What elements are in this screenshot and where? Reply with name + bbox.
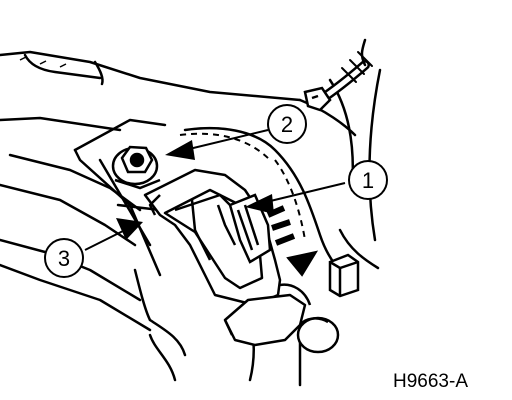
leader-arrow-1 <box>245 182 346 214</box>
housing-outline <box>0 50 302 382</box>
leader-arrow-2 <box>165 129 269 160</box>
knob-assembly <box>223 283 340 354</box>
leader-arrow-3 <box>84 218 143 251</box>
mounting-bolt <box>111 145 161 190</box>
motion-dashes <box>179 132 306 241</box>
callout-2: 2 <box>267 104 307 144</box>
figure-id-label: H9663-A <box>393 371 468 392</box>
retainer-clip <box>228 193 272 264</box>
wiring-harness <box>315 38 373 105</box>
callout-3: 3 <box>44 238 84 278</box>
panel-hatching <box>19 56 67 68</box>
harness-connector <box>303 86 332 112</box>
callout-1: 1 <box>348 160 388 200</box>
side-connector <box>328 253 360 298</box>
callout-3-label: 3 <box>58 246 70 271</box>
callout-1-label: 1 <box>362 168 374 193</box>
callout-2-label: 2 <box>281 112 293 137</box>
removal-direction-arrow <box>266 205 319 277</box>
